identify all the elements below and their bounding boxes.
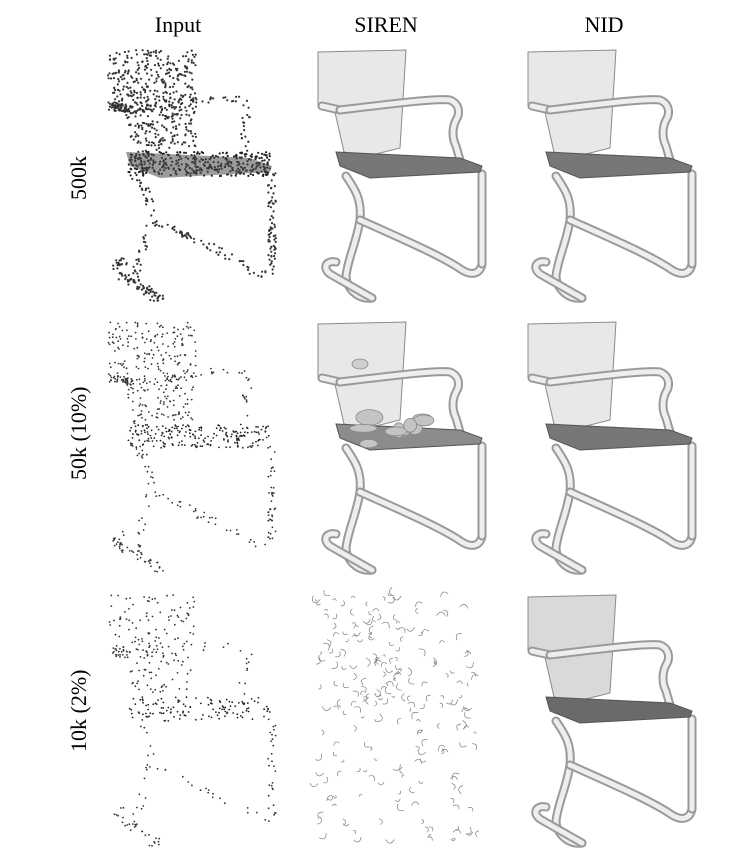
chair-render [108, 594, 277, 847]
chair-shape [309, 587, 480, 844]
chair-shape [317, 321, 487, 575]
chair-panel-500k-input [88, 40, 293, 305]
column-header-input: Input [154, 12, 202, 37]
chair-shape [106, 49, 277, 302]
chair-render [317, 49, 487, 303]
chair-panel-50k-input [88, 312, 293, 577]
chair-panel-500k-siren [298, 40, 503, 305]
chair-render [317, 321, 487, 575]
chair-render [107, 321, 277, 573]
chair-render [527, 594, 697, 848]
chair-panel-10k-nid [508, 585, 713, 850]
chair-shape [108, 594, 277, 847]
chair-panel-10k-siren [298, 585, 503, 850]
chair-render [527, 49, 697, 303]
chair-shape [317, 49, 487, 303]
chair-shape [107, 321, 277, 573]
chair-shape [527, 321, 697, 575]
chair-panel-50k-nid [508, 312, 713, 577]
chair-render [106, 49, 277, 302]
chair-render [527, 321, 697, 575]
chair-panel-50k-siren [298, 312, 503, 577]
chair-shape [527, 49, 697, 303]
column-header-siren: SIREN [354, 12, 418, 37]
chair-shape [527, 594, 697, 848]
chair-panel-500k-nid [508, 40, 713, 305]
chair-render [309, 587, 480, 844]
column-header-nid: NID [584, 12, 624, 37]
chair-panel-10k-input [88, 585, 293, 850]
